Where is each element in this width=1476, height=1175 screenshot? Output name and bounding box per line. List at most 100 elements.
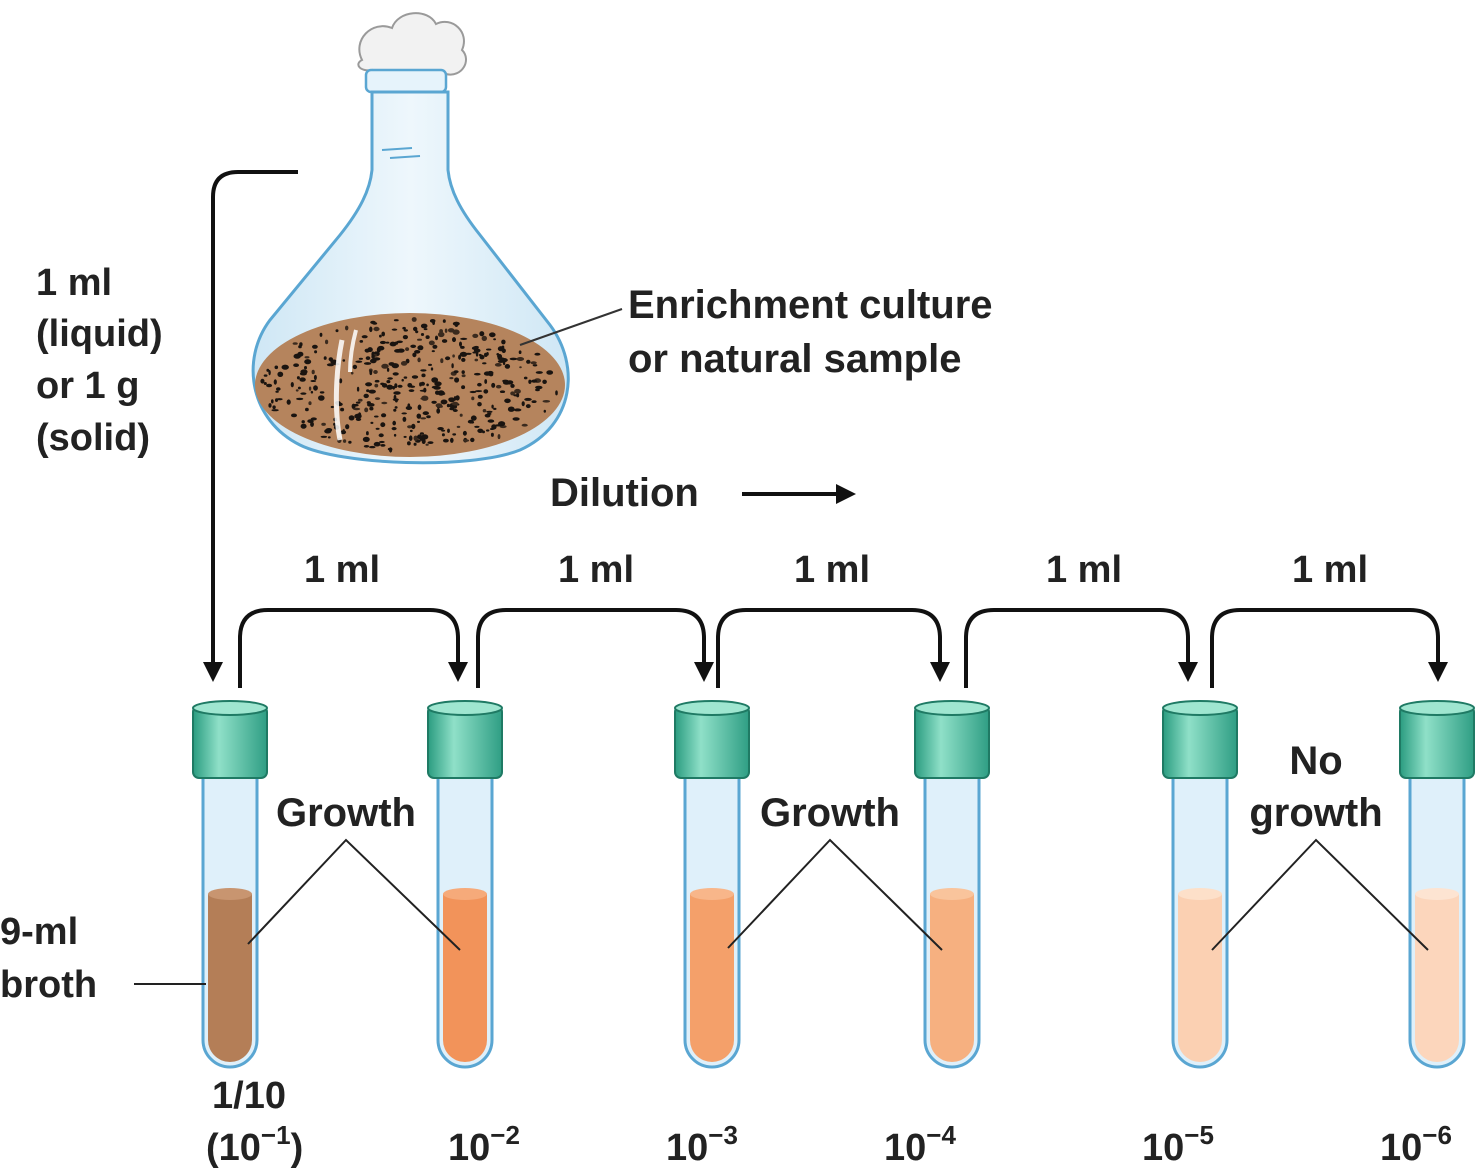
culture-speckles <box>260 317 558 453</box>
culture-speck <box>372 322 378 325</box>
culture-speck <box>535 371 543 374</box>
transfer-volume-4: 1 ml <box>1046 549 1122 591</box>
culture-speck <box>486 429 490 432</box>
culture-speck <box>402 335 408 340</box>
culture-speck <box>407 425 413 429</box>
culture-speck <box>340 407 345 412</box>
culture-speck <box>321 422 326 426</box>
cap-tube-3 <box>674 705 750 779</box>
culture-speck <box>369 406 374 411</box>
culture-speck <box>482 362 487 365</box>
culture-speck <box>497 434 501 440</box>
culture-speck <box>452 354 455 358</box>
culture-speck <box>393 433 397 437</box>
culture-speck <box>381 401 388 405</box>
culture-speck <box>408 389 415 392</box>
culture-speck <box>297 351 304 357</box>
culture-speck <box>421 438 426 444</box>
culture-speck <box>308 401 312 406</box>
culture-speck <box>458 354 462 360</box>
culture-speck <box>546 370 554 375</box>
culture-speck <box>300 423 307 429</box>
growth-leader-1 <box>247 838 461 951</box>
culture-speck <box>462 430 467 436</box>
culture-speck <box>401 412 408 415</box>
test-tube-6 <box>1399 700 1475 1069</box>
culture-speck <box>319 332 323 337</box>
culture-speck <box>421 434 429 440</box>
culture-speck <box>423 387 427 393</box>
culture-speck <box>510 383 515 388</box>
culture-speck <box>435 335 438 341</box>
culture-speck <box>374 383 379 388</box>
culture-speck <box>345 424 350 430</box>
culture-speck <box>454 377 460 383</box>
culture-speck <box>555 390 558 396</box>
culture-speck <box>391 328 398 331</box>
culture-speck <box>460 337 468 340</box>
culture-speck <box>426 415 431 419</box>
culture-speck <box>379 340 387 345</box>
culture-speck <box>493 338 496 341</box>
culture-speck <box>417 434 423 440</box>
culture-speck <box>513 408 522 412</box>
culture-speck <box>273 379 277 385</box>
culture-speck <box>441 339 448 343</box>
culture-speck <box>478 353 482 357</box>
culture-speck <box>530 361 537 365</box>
culture-speck <box>416 413 422 419</box>
culture-speck <box>380 422 386 428</box>
culture-speck <box>394 406 398 409</box>
culture-speck <box>450 437 454 443</box>
culture-speck <box>497 357 505 361</box>
culture-speck <box>290 382 294 388</box>
culture-speck <box>305 407 309 412</box>
broth-tube-5 <box>1178 894 1222 1062</box>
culture-speck <box>523 376 528 380</box>
culture-speck <box>431 400 437 404</box>
culture-speck <box>413 326 418 332</box>
transfer-label-line4: (solid) <box>36 417 150 459</box>
culture-speck <box>434 381 442 387</box>
culture-speck <box>304 366 307 370</box>
culture-speck <box>489 428 495 430</box>
broth-label-line1: 9-ml <box>0 911 78 953</box>
culture-speck <box>386 367 390 372</box>
culture-speck <box>531 400 536 403</box>
flask <box>251 12 570 465</box>
culture-speck <box>498 421 506 427</box>
transfer-arrows <box>238 608 1448 688</box>
culture-speck <box>276 398 283 401</box>
culture-speck <box>531 379 538 383</box>
culture-speck <box>266 368 270 372</box>
culture-speck <box>286 399 291 405</box>
culture-speck <box>281 364 289 370</box>
culture-speck <box>425 335 430 339</box>
culture-speck <box>348 415 355 421</box>
culture-speck <box>296 376 300 380</box>
culture-speck <box>318 395 325 401</box>
cap-tube-2 <box>427 705 503 779</box>
culture-speck <box>449 377 454 380</box>
culture-speck <box>497 346 504 352</box>
culture-speck <box>461 385 466 390</box>
culture-speck <box>379 440 385 444</box>
culture-speck <box>407 441 411 446</box>
culture-speck <box>268 369 271 376</box>
cap-tube-1 <box>192 705 268 779</box>
culture-speck <box>310 390 314 394</box>
culture-speck <box>291 413 297 418</box>
culture-speck <box>438 405 443 408</box>
no-growth-leader <box>1211 838 1429 951</box>
culture-speck <box>525 404 531 409</box>
dilution-t1-power: (10−1) <box>206 1120 303 1169</box>
culture-speck <box>446 403 450 408</box>
culture-speck <box>461 357 466 362</box>
culture-speck <box>308 386 312 391</box>
culture-speck <box>477 428 484 433</box>
culture-speck <box>376 347 381 353</box>
culture-speck <box>417 338 422 341</box>
culture-speck <box>437 427 444 431</box>
culture-speck <box>301 420 305 424</box>
culture-speck <box>403 376 408 379</box>
